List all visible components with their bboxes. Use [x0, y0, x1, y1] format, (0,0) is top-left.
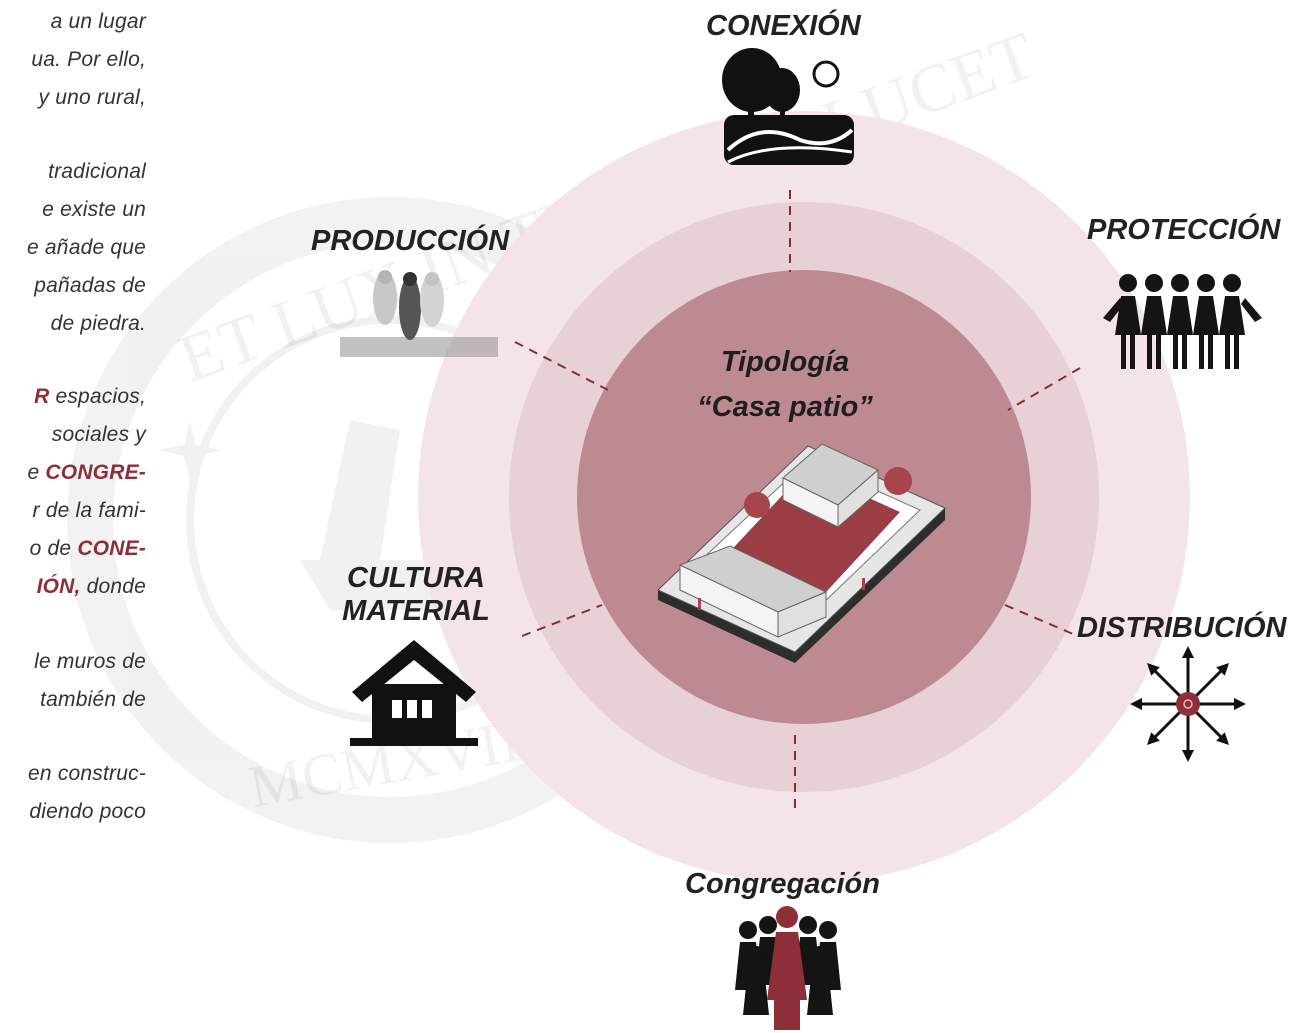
paragraph-line: pañadas de	[34, 274, 146, 298]
person-icon	[819, 921, 837, 939]
watermark-star-icon	[158, 420, 222, 480]
line-text: tradicional	[48, 160, 146, 183]
person-body	[1141, 296, 1167, 335]
paragraph-line: también de	[40, 688, 146, 712]
paragraph-line: tradicional	[48, 160, 146, 184]
person-body	[1167, 296, 1193, 335]
line-text: r de la fami-	[32, 499, 146, 522]
line-text: también de	[40, 688, 146, 711]
line-text: y uno rural,	[38, 86, 146, 109]
paragraph-line: le muros de	[34, 650, 146, 674]
paragraph-line: y uno rural,	[39, 86, 146, 110]
person-icon	[799, 916, 817, 934]
tree-landscape-icon	[722, 48, 854, 165]
paragraph-line: IÓN, donde	[37, 575, 146, 599]
center-title-line1: Tipología	[720, 346, 850, 378]
casa-patio-illustration	[657, 443, 946, 663]
person-icon	[1171, 274, 1189, 292]
paragraph-line: en construc-	[28, 762, 146, 786]
line-text: le muros de	[34, 650, 146, 673]
line-text: e existe un	[42, 198, 146, 221]
paragraph-line: e CONGRE-	[28, 461, 147, 485]
connector-cultura	[521, 604, 603, 637]
left-paragraph: a un lugar ua. Por ello, y uno rural, tradi…	[0, 0, 146, 1033]
label-cultura-line1: CULTURA	[347, 562, 485, 594]
label-conexion: CONEXIÓN	[706, 10, 861, 42]
paragraph-line: a un lugar	[51, 10, 146, 34]
person-icon	[1145, 274, 1163, 292]
paragraph-line: e añade que	[27, 236, 146, 260]
line-text: sociales y	[51, 423, 146, 446]
line-text: e	[27, 461, 46, 484]
connector-lines	[514, 190, 1081, 815]
label-proteccion: PROTECCIÓN	[1087, 214, 1281, 246]
paragraph-line: ua. Por ello,	[31, 48, 146, 72]
person-icon	[1119, 274, 1137, 292]
center-title-line2: “Casa patio”	[697, 391, 873, 423]
line-emphasis: IÓN,	[36, 575, 81, 598]
person-icon	[759, 916, 777, 934]
line-emphasis: CONGRE-	[45, 461, 146, 484]
line-text: diendo poco	[29, 800, 146, 823]
label-distribucion: DISTRIBUCIÓN	[1077, 612, 1287, 644]
line-emphasis: CONE-	[77, 537, 146, 560]
label-cultura-material: CULTURA MATERIAL	[341, 562, 491, 628]
paragraph-line: de piedra.	[51, 312, 146, 336]
house-icon	[350, 640, 478, 746]
people-group-icon	[1103, 274, 1262, 369]
label-produccion: PRODUCCIÓN	[311, 225, 510, 257]
line-text: donde	[80, 575, 146, 598]
line-text: ua. Por ello,	[31, 48, 146, 71]
paragraph-line: e existe un	[42, 198, 146, 222]
paragraph-line: o de CONE-	[30, 537, 146, 561]
paragraph-line: r de la fami-	[33, 499, 146, 523]
connector-proteccion	[1007, 367, 1081, 411]
person-icon	[739, 921, 757, 939]
person-body	[1193, 296, 1219, 335]
line-text: de piedra.	[50, 312, 146, 335]
person-icon	[1223, 274, 1241, 292]
person-icon	[811, 946, 829, 964]
line-text: pañadas de	[34, 274, 146, 297]
farm-workers-icon	[340, 270, 498, 357]
paragraph-line: diendo poco	[29, 800, 146, 824]
paragraph-line: sociales y	[52, 423, 146, 447]
line-text: espacios,	[49, 385, 146, 408]
paragraph-line: R espacios,	[34, 385, 146, 409]
line-text: o de	[29, 537, 78, 560]
arrows-radiating-icon	[1130, 646, 1246, 762]
line-text: e añade que	[27, 236, 146, 259]
person-body	[1219, 296, 1245, 335]
person-icon	[747, 946, 765, 964]
leader-person-icon	[776, 906, 798, 928]
label-congregacion: Congregación	[685, 868, 880, 900]
distribution-center	[1176, 692, 1200, 716]
connector-distribucion	[1004, 604, 1074, 635]
crowd-icon	[735, 906, 841, 1030]
person-icon	[1197, 274, 1215, 292]
label-cultura-line2: MATERIAL	[342, 595, 490, 627]
line-text: en construc-	[28, 762, 146, 785]
line-text: a un lugar	[50, 10, 146, 33]
connector-produccion	[514, 341, 609, 391]
line-emphasis: R	[34, 385, 50, 408]
